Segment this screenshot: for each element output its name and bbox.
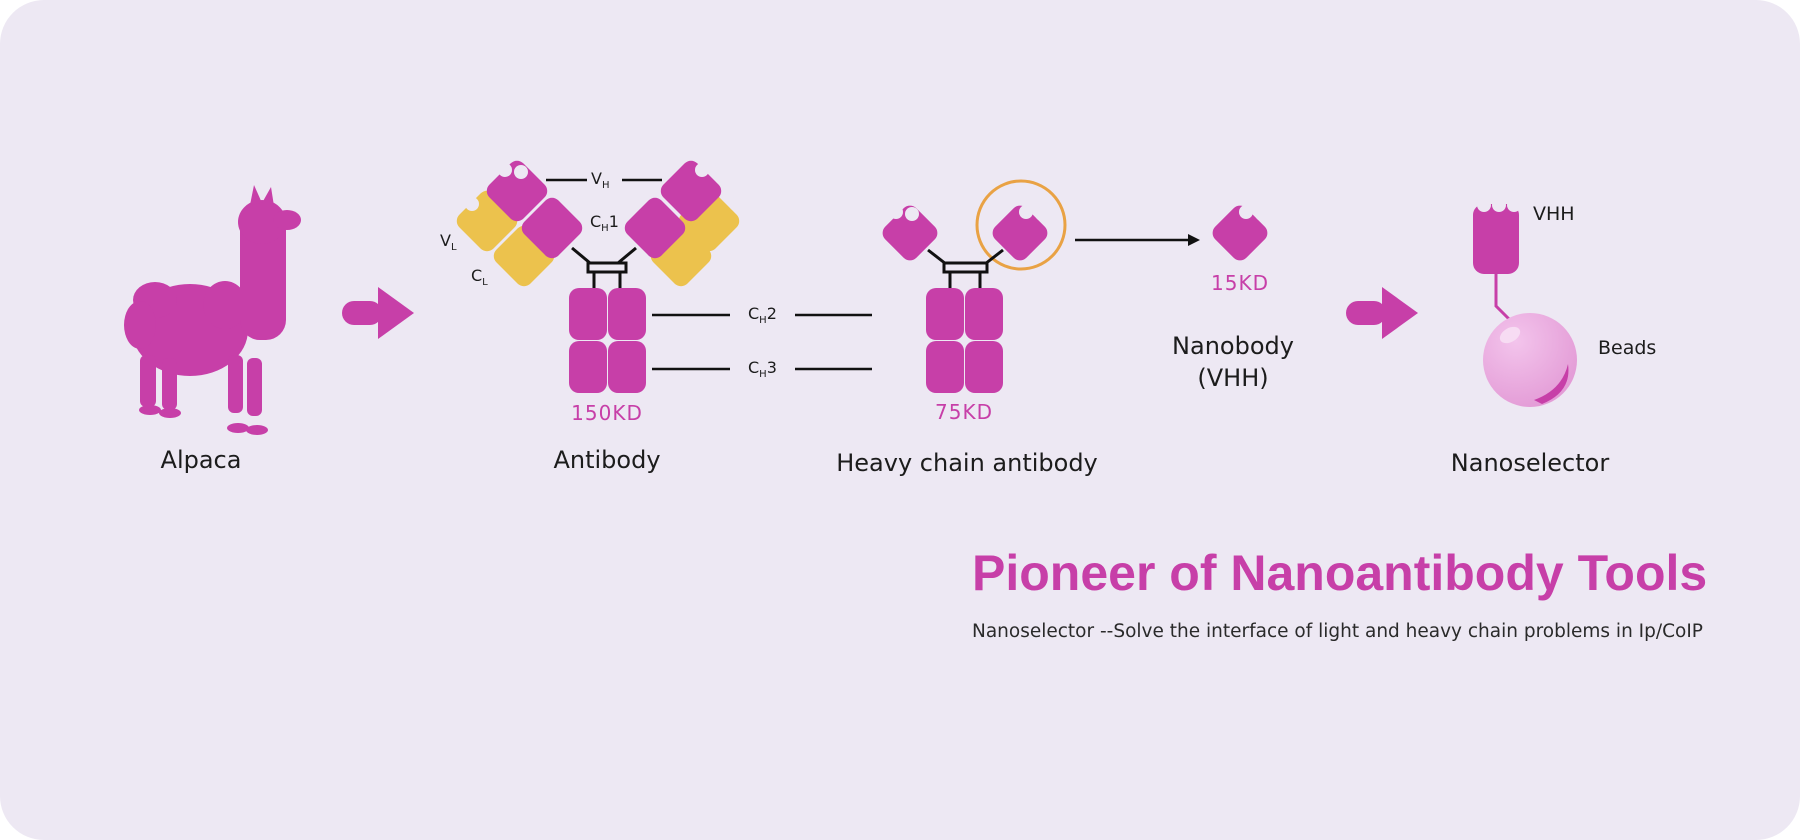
heavy-chain-weight: 75KD [935,400,993,424]
caption-heavy-chain-antibody: Heavy chain antibody [836,449,1098,477]
bead-icon [1483,313,1577,407]
vhh-label: VHH [1533,203,1575,225]
extract-arrow-icon [1075,234,1200,246]
heavy-chain-antibody-icon [882,179,1067,393]
antibody-icon [456,160,743,393]
alpaca-icon [124,185,301,435]
ch3-label: CH3 [748,358,777,381]
ch1-label: CH1 [590,212,619,235]
arrow-right-icon [1346,287,1418,339]
caption-nanobody-line1: Nanobody [1172,332,1294,360]
caption-nanobody-line2: (VHH) [1197,364,1269,392]
beads-label: Beads [1598,337,1657,359]
antibody-weight: 150KD [571,401,643,425]
arrow-right-icon [342,287,414,339]
nanobody-icon [1212,205,1269,261]
caption-antibody: Antibody [553,446,661,474]
subline: Nanoselector --Solve the interface of li… [972,621,1703,642]
caption-alpaca: Alpaca [160,446,242,474]
caption-nanoselector: Nanoselector [1450,449,1610,477]
label-lines [546,178,872,371]
vh-label: VH [591,169,610,192]
highlight-ring [975,179,1067,271]
vl-label: VL [440,231,457,254]
cl-label: CL [471,266,488,289]
ch2-label: CH2 [748,304,777,327]
nanoselector-vhh-icon [1473,198,1521,324]
headline: Pioneer of Nanoantibody Tools [972,545,1708,601]
nanobody-weight: 15KD [1211,271,1269,295]
caption-nanobody: Nanobody (VHH) [1172,330,1294,394]
